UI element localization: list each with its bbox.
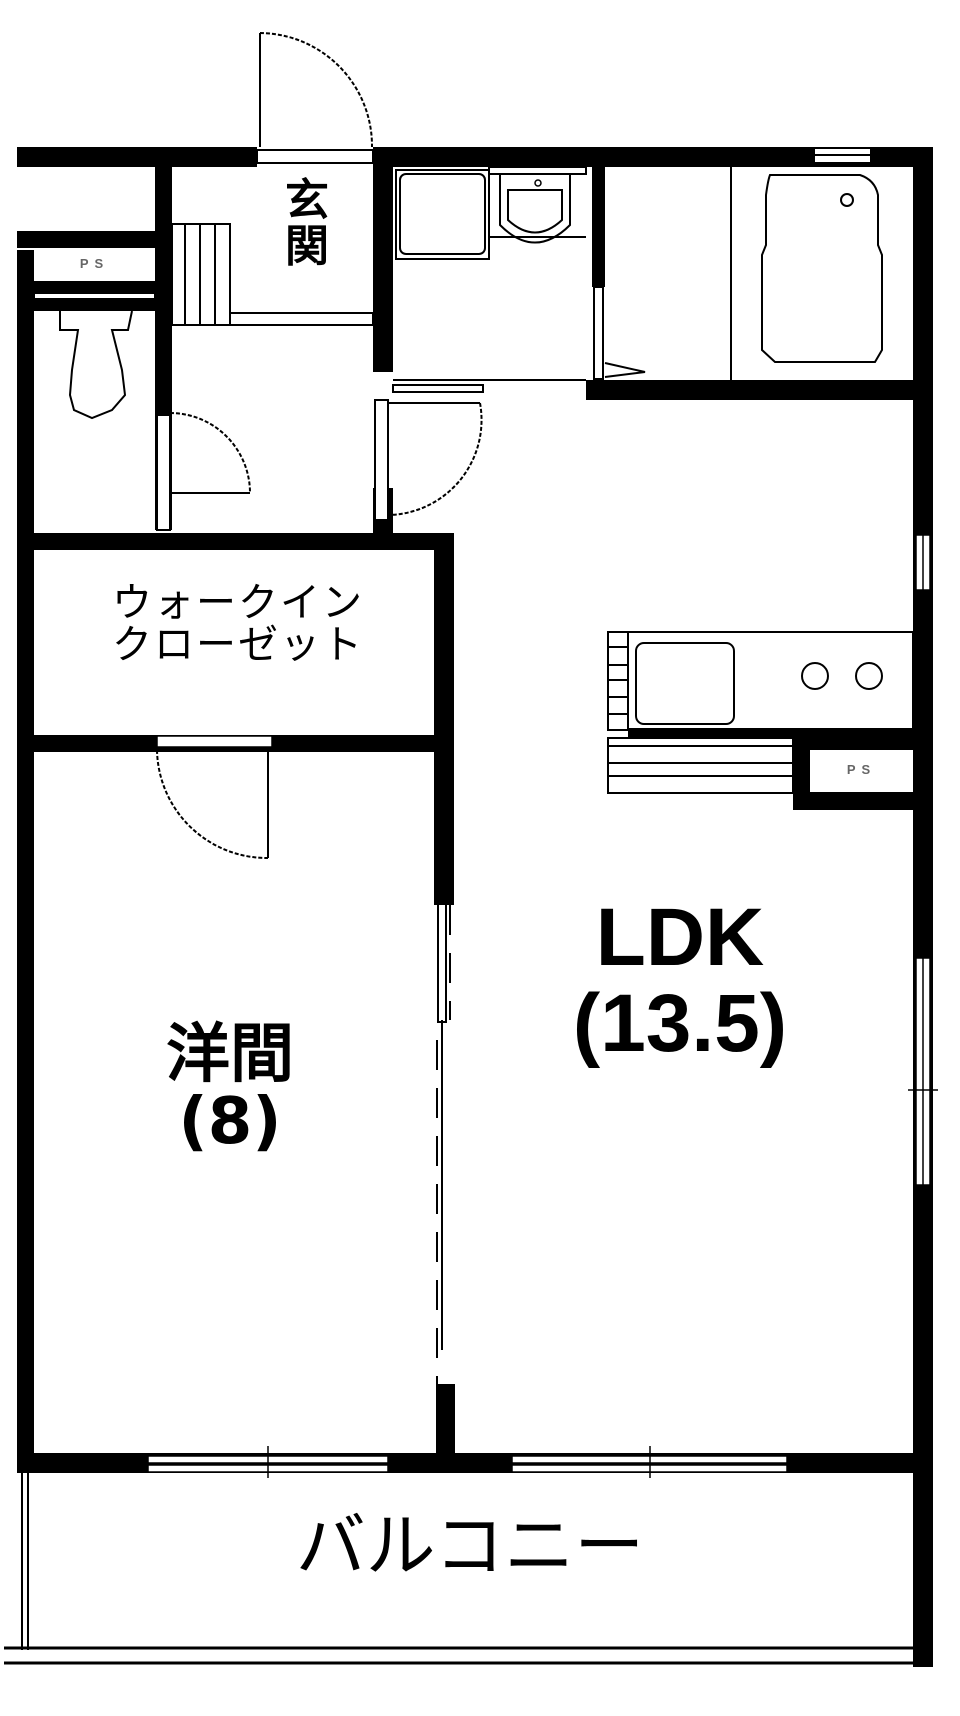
toilet-icon (59, 310, 133, 420)
stove-burner-icon (855, 662, 883, 690)
western-room-name: 洋間 (166, 1018, 294, 1092)
ldk-label: LDK (13.5) (520, 892, 840, 1070)
sliding-partition (436, 901, 455, 1456)
entrance-door-threshold (256, 149, 374, 164)
balcony-label: バルコニー (200, 1509, 740, 1584)
balcony-name: バルコニー (295, 1505, 645, 1587)
entrance-label-line1: 玄 (285, 175, 329, 226)
dish-rack (608, 646, 628, 715)
right-windows (908, 534, 938, 1186)
stove-burner-icon (801, 662, 829, 690)
balcony-windows (147, 1446, 788, 1478)
balcony (4, 1473, 933, 1665)
toilet-room (33, 167, 172, 530)
pipe-space-toilet-label: PS (79, 256, 110, 271)
walk-in-closet-label: ウォークイン クローゼット (38, 582, 438, 666)
bathtub-icon (761, 174, 883, 363)
ldk-size: (13.5) (572, 978, 788, 1070)
walk-in-closet-line2: クローゼット (112, 622, 364, 668)
kitchen (607, 631, 914, 810)
walk-in-closet-line1: ウォークイン (112, 580, 364, 626)
walk-in-closet (17, 533, 454, 905)
washing-machine-icon (395, 169, 490, 260)
toilet-door (156, 412, 251, 531)
wash-basin-icon (499, 174, 571, 244)
entrance-label-line2: 関 (285, 221, 329, 273)
sink-icon (635, 642, 735, 725)
entrance-label: 玄 関 (262, 175, 352, 273)
ldk-name: LDK (595, 892, 765, 983)
washroom-door (374, 399, 483, 521)
wash-bath-area (392, 149, 913, 400)
entrance-door (259, 32, 374, 148)
western-room-label: 洋間 (8) (120, 1018, 340, 1160)
pipe-space-kitchen-label: PS (846, 762, 877, 777)
western-room-size: (8) (178, 1085, 282, 1160)
shoe-rack (171, 223, 374, 326)
